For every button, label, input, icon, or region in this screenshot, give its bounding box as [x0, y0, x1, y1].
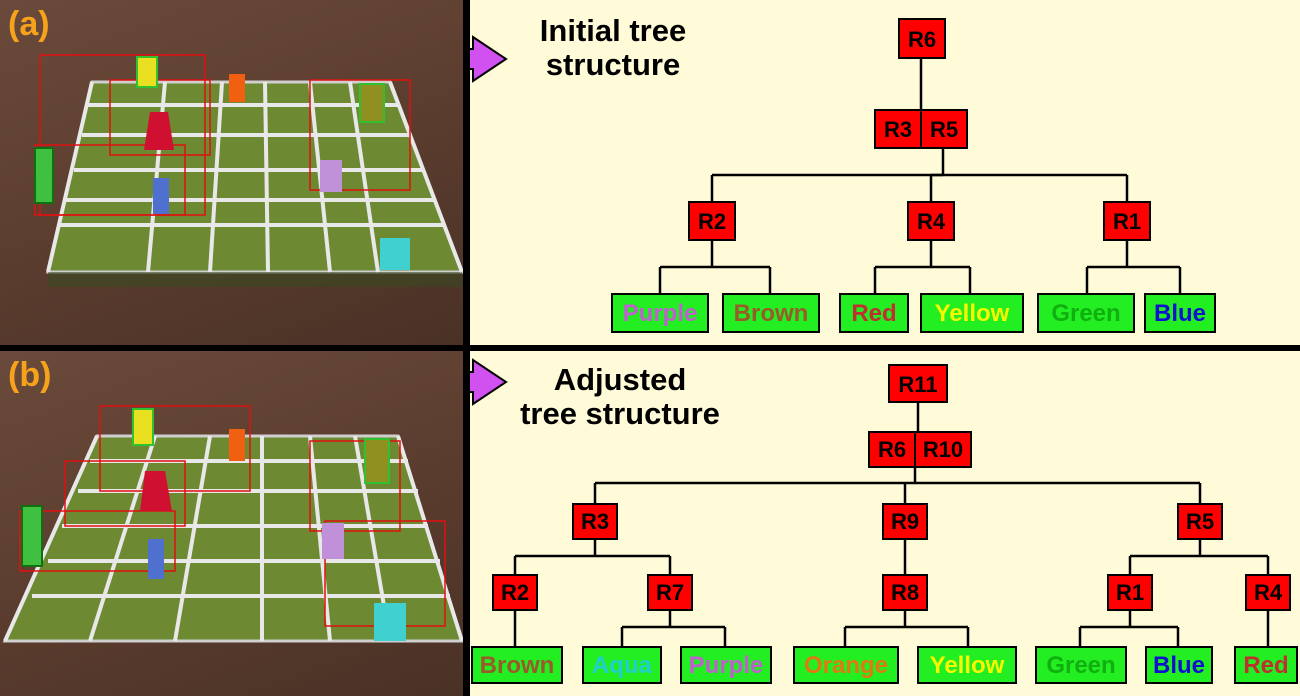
node-r9: R9 — [882, 503, 928, 540]
node-r5: R5 — [1177, 503, 1223, 540]
node-label: R3 — [884, 117, 912, 142]
node-label: R7 — [656, 580, 684, 605]
leaf-red: Red — [1234, 646, 1298, 684]
leaf-label: Blue — [1154, 300, 1206, 327]
node-r1: R1 — [1107, 574, 1153, 611]
node-label: R9 — [891, 509, 919, 534]
leaf-label: Purple — [689, 652, 764, 679]
node-label: R3 — [581, 509, 609, 534]
leaf-green: Green — [1035, 646, 1127, 684]
caption-a: Initial tree structure — [518, 14, 708, 82]
leaf-green: Green — [1037, 293, 1135, 333]
leaf-brown: Brown — [722, 293, 820, 333]
scene-view-b: (b) — [0, 351, 463, 696]
node-r1: R1 — [1103, 201, 1151, 241]
leaf-label: Red — [1243, 652, 1288, 679]
tree-diagram-a: R6 R3 R5 R2 R4 R1 Purple Brown — [611, 18, 1216, 333]
node-label: R5 — [930, 117, 958, 142]
node-r11: R11 — [888, 364, 948, 403]
leaf-red: Red — [839, 293, 909, 333]
leaf-label: Green — [1046, 652, 1115, 679]
leaf-orange: Orange — [793, 646, 899, 684]
node-label: R8 — [891, 580, 919, 605]
node-label: R4 — [1254, 580, 1283, 605]
leaf-purple: Purple — [611, 293, 709, 333]
node-r8: R8 — [882, 574, 928, 611]
node-label: R10 — [923, 437, 963, 462]
node-r4: R4 — [1245, 574, 1291, 611]
node-label: R2 — [501, 580, 529, 605]
vertical-divider — [463, 0, 470, 696]
caption-b: Adjusted tree structure — [500, 363, 740, 431]
node-label: R5 — [1186, 509, 1214, 534]
node-r6: R6 — [868, 431, 916, 468]
leaf-label: Brown — [734, 300, 809, 327]
node-label: R1 — [1116, 580, 1144, 605]
node-r2: R2 — [688, 201, 736, 241]
node-r7: R7 — [647, 574, 693, 611]
caption-line-1: Initial tree structure — [539, 13, 687, 82]
leaf-label: Brown — [480, 652, 555, 679]
arrow-right-icon — [470, 358, 508, 406]
leaf-yellow: Yellow — [920, 293, 1024, 333]
scene-view-a: (a) — [0, 0, 463, 345]
node-r3: R3 — [572, 503, 618, 540]
node-r2: R2 — [492, 574, 538, 611]
scene-render-a — [34, 54, 463, 287]
leaf-yellow: Yellow — [917, 646, 1017, 684]
node-r4: R4 — [907, 201, 955, 241]
node-label: R11 — [898, 372, 937, 397]
leaf-blue: Blue — [1144, 293, 1216, 333]
tree-panel-b: R11 R6 R10 R3 R9 R5 R2 R7 — [470, 351, 1300, 696]
node-r5: R5 — [920, 109, 968, 149]
node-r6: R6 — [898, 18, 946, 59]
scene-render-b — [2, 405, 463, 643]
arrow-right-icon — [470, 35, 508, 83]
horizontal-divider — [0, 345, 1300, 351]
leaf-brown: Brown — [471, 646, 563, 684]
leaf-label: Red — [851, 300, 896, 327]
panel-label-a: (a) — [8, 5, 50, 43]
node-label: R6 — [878, 437, 906, 462]
leaf-label: Yellow — [935, 300, 1010, 327]
node-label: R6 — [908, 27, 936, 52]
leaf-label: Green — [1051, 300, 1120, 327]
tree-edges-a — [658, 58, 1182, 294]
node-label: R4 — [917, 209, 946, 234]
panel-label-b: (b) — [8, 356, 52, 394]
tree-diagram-b: R11 R6 R10 R3 R9 R5 R2 R7 — [471, 364, 1298, 684]
leaf-label: Blue — [1153, 652, 1205, 679]
node-label: R2 — [698, 209, 726, 234]
leaf-blue: Blue — [1145, 646, 1213, 684]
node-r3: R3 — [874, 109, 922, 149]
caption-line-1: Adjusted — [553, 362, 687, 397]
leaf-purple: Purple — [680, 646, 772, 684]
leaf-aqua: Aqua — [582, 646, 662, 684]
caption-line-2: tree structure — [520, 396, 720, 431]
node-r10: R10 — [914, 431, 972, 468]
tree-panel-a: R6 R3 R5 R2 R4 R1 Purple Brown — [470, 0, 1300, 345]
leaf-label: Purple — [623, 300, 698, 327]
tree-edges-b — [513, 402, 1270, 647]
leaf-label: Orange — [804, 652, 888, 679]
leaf-label: Aqua — [592, 652, 653, 679]
leaf-label: Yellow — [930, 652, 1005, 679]
node-label: R1 — [1113, 209, 1141, 234]
